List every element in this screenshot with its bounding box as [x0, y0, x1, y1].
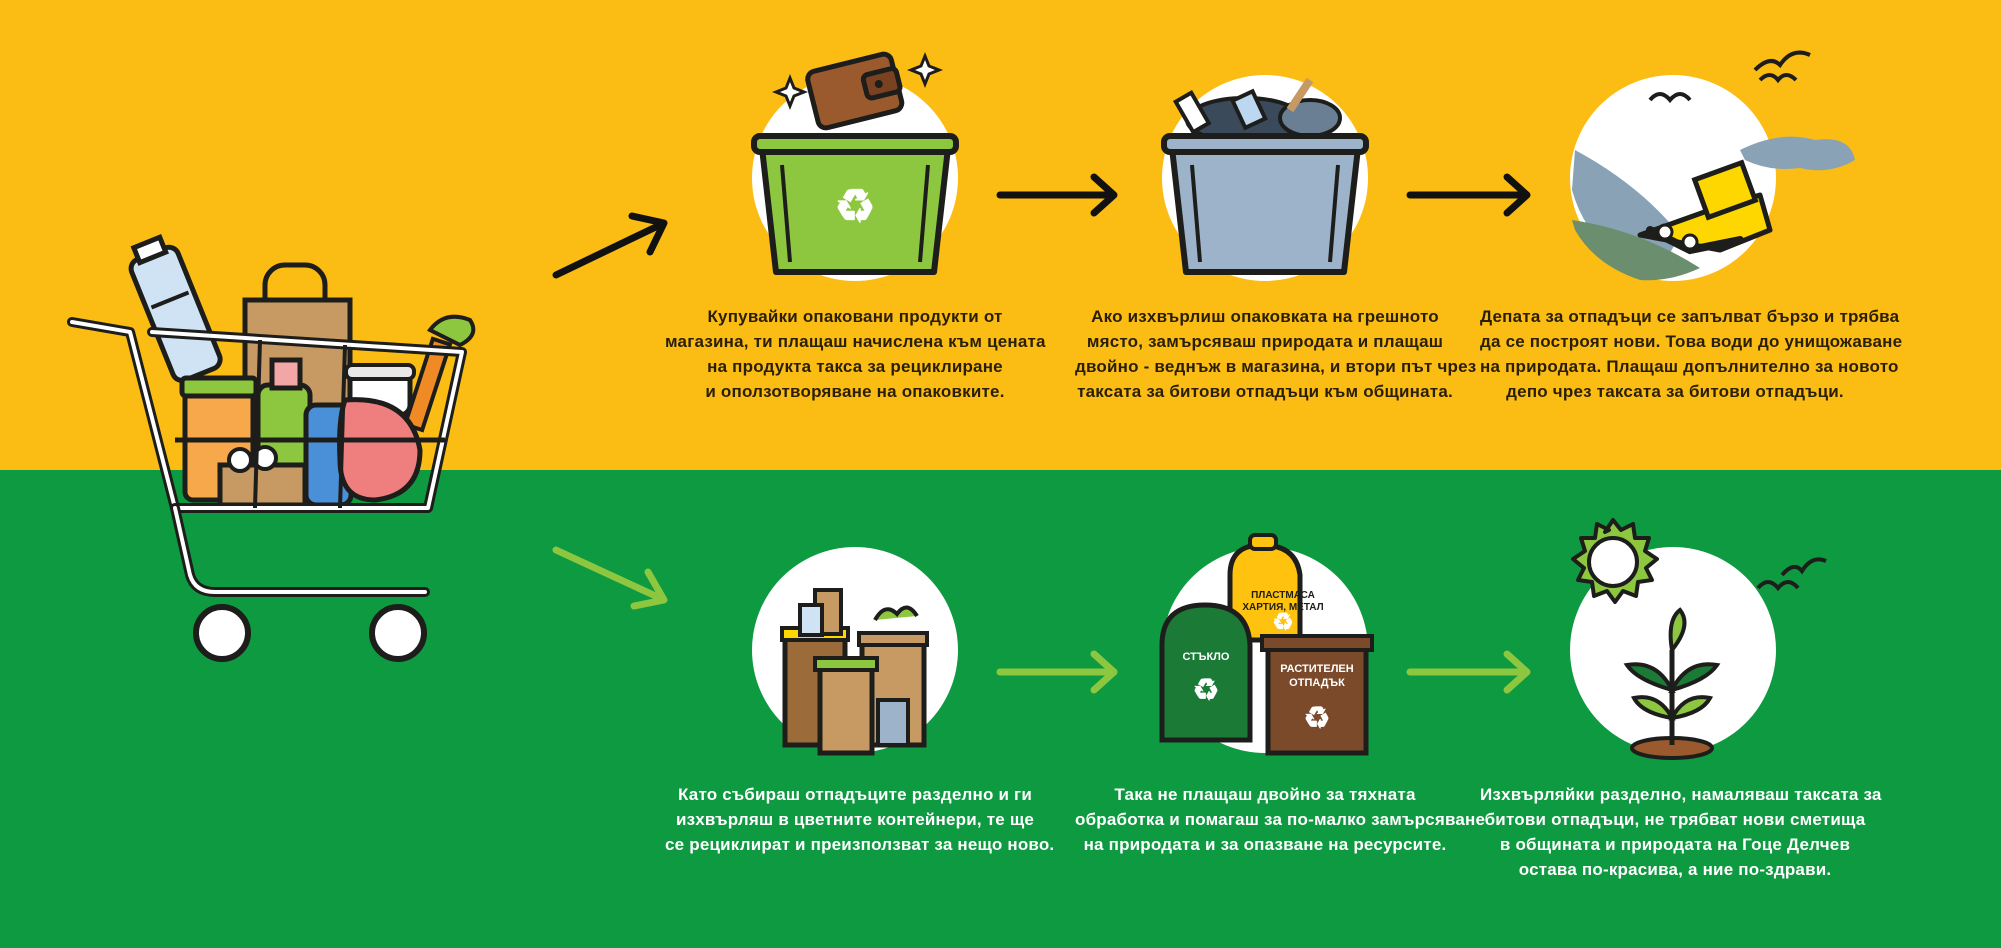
- caption-line: депо чрез таксата за битови отпадъци.: [1506, 382, 1844, 401]
- bio-bin-label-2: ОТПАДЪК: [1289, 677, 1345, 689]
- caption-line: двойно - веднъж в магазина, и втори път …: [1075, 357, 1477, 376]
- caption-bottom-3: Изхвърляйки разделно, намаляваш таксата …: [1480, 782, 1882, 882]
- caption-line: обработка и помагаш за по-малко замърсяв…: [1075, 810, 1486, 829]
- sun-icon: [1571, 518, 1659, 604]
- glass-bin-label: СТЪКЛО: [1183, 651, 1230, 663]
- sprouting-plant-with-sun-icon: [1570, 518, 1827, 760]
- arrow-bottom-step1-to-step2: [996, 650, 1118, 694]
- svg-text:♻: ♻: [834, 180, 875, 232]
- caption-line: място, замърсяваш природата и плащаш: [1086, 332, 1444, 351]
- caption-line: изхвърляш в цветните контейнери, те ще: [675, 810, 1035, 829]
- caption-line: битови отпадъци, не трябват нови сметища: [1484, 810, 1866, 829]
- arrow-bottom-step2-to-step3: [1406, 650, 1531, 694]
- caption-bottom-1: Като събираш отпадъците разделно и ги из…: [665, 782, 1055, 857]
- caption-line: се рециклират и преизползват за нещо нов…: [665, 835, 1055, 854]
- caption-line: на природата и за опазване на ресурсите.: [1083, 835, 1447, 854]
- caption-line: на природата. Плащаш допълнително за нов…: [1480, 357, 1899, 376]
- caption-line: Депата за отпадъци се запълват бързо и т…: [1480, 307, 1900, 326]
- svg-text:♻: ♻: [1272, 609, 1294, 636]
- caption-line: Ако изхвърлиш опаковката на грешното: [1091, 307, 1439, 326]
- caption-line: Като събираш отпадъците разделно и ги: [678, 785, 1032, 804]
- caption-top-2: Ако изхвърлиш опаковката на грешното мяс…: [1075, 304, 1477, 404]
- caption-top-1: Купувайки опаковани продукти от магазина…: [665, 304, 1046, 404]
- green-recycle-bin-with-wallet-icon: ♻: [751, 51, 959, 281]
- caption-line: Купувайки опаковани продукти от: [707, 307, 1003, 326]
- caption-line: Изхвърляйки разделно, намаляваш таксата …: [1480, 785, 1882, 804]
- caption-bottom-2: Така не плащаш двойно за тяхната обработ…: [1075, 782, 1486, 857]
- caption-line: в общината и природата на Гоце Делчев: [1499, 835, 1851, 854]
- arrow-top-step1-to-step2: [996, 173, 1118, 217]
- bulldozer-on-landfill-icon: [1570, 50, 1855, 281]
- caption-line: и оползотворяване на опаковките.: [705, 382, 1005, 401]
- arrow-top-step2-to-step3: [1406, 173, 1531, 217]
- arrow-cart-to-bottom-row: [552, 546, 668, 610]
- sorted-waste-containers-icon: [752, 547, 958, 756]
- caption-top-3: Депата за отпадъци се запълват бързо и т…: [1480, 304, 1903, 404]
- caption-line: Така не плащаш двойно за тяхната: [1114, 785, 1416, 804]
- svg-text:♻: ♻: [1193, 674, 1220, 707]
- overflowing-general-waste-bin-icon: [1161, 75, 1369, 281]
- caption-line: таксата за битови отпадъци към общината.: [1077, 382, 1453, 401]
- bio-bin-label-1: РАСТИТЕЛЕН: [1280, 663, 1353, 675]
- caption-line: магазина, ти плащаш начислена към цената: [665, 332, 1046, 351]
- svg-text:♻: ♻: [1304, 702, 1331, 735]
- caption-line: да се построят нови. Това води до унищож…: [1480, 332, 1903, 351]
- arrow-cart-to-top-row: [552, 212, 668, 279]
- shopping-cart-icon: [67, 234, 476, 662]
- caption-line: остава по-красива, а ние по-здрави.: [1518, 860, 1832, 879]
- caption-line: на продукта такса за рециклиране: [707, 357, 1003, 376]
